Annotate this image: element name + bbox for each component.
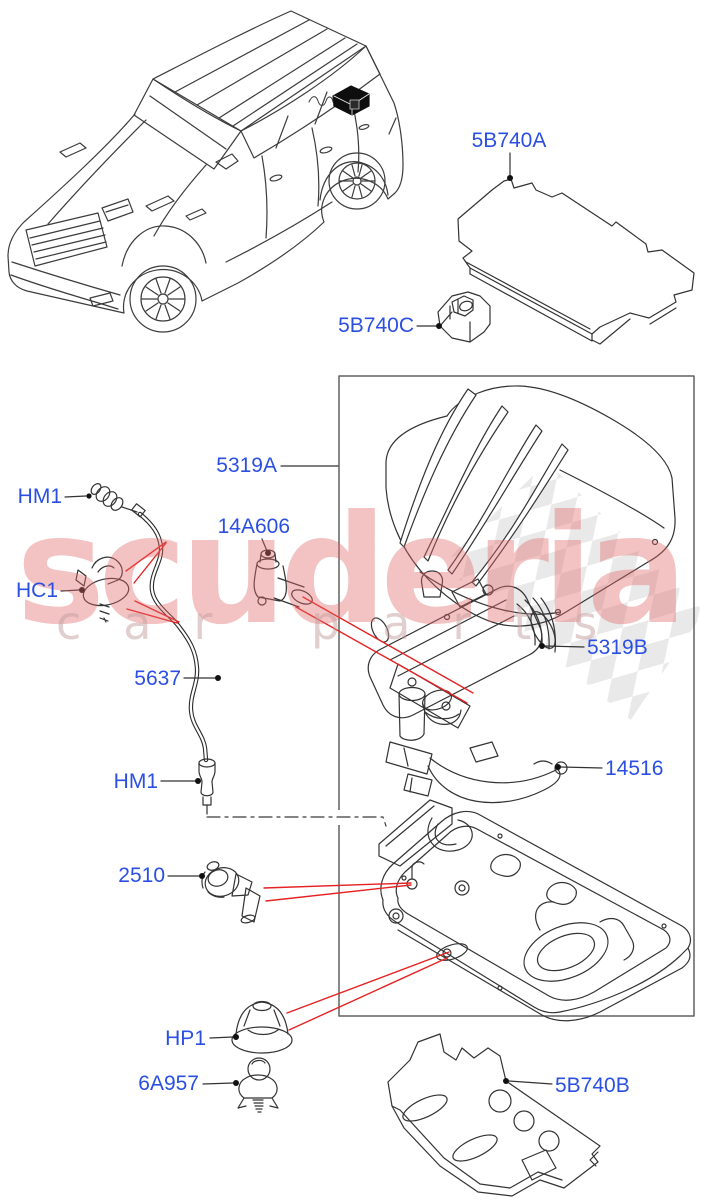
part-label-6a957[interactable]: 6A957 <box>138 1072 199 1095</box>
part-label-hm1-bottom[interactable]: HM1 <box>113 770 158 793</box>
part-label-5b740c[interactable]: 5B740C <box>338 314 414 337</box>
part-label-5b740b[interactable]: 5B740B <box>555 1074 630 1097</box>
mounting-tray-drawing <box>378 799 692 1022</box>
panel-5b740b-drawing <box>387 1033 601 1197</box>
part-label-2510[interactable]: 2510 <box>118 864 165 887</box>
tube-5637-drawing <box>130 503 209 763</box>
valve-2510-drawing <box>201 861 261 924</box>
bracket-5b740c-drawing <box>437 291 491 343</box>
clip-hc1-drawing <box>75 556 130 623</box>
part-label-5637[interactable]: 5637 <box>134 667 181 690</box>
part-label-5b740a[interactable]: 5B740A <box>471 129 547 152</box>
panel-5b740a-drawing <box>457 178 695 345</box>
part-label-hc1[interactable]: HC1 <box>15 579 58 602</box>
connector-hm1-top-drawing <box>90 483 138 513</box>
reference-dash-line <box>206 816 387 827</box>
compressor-location-module <box>308 85 370 116</box>
mount-6a957-drawing <box>237 1057 279 1113</box>
part-label-14a606[interactable]: 14A606 <box>217 515 290 538</box>
part-label-hm1-top[interactable]: HM1 <box>17 485 62 508</box>
connector-hm1-bottom-drawing <box>198 758 216 815</box>
grommet-hp1-drawing <box>231 1000 293 1054</box>
callout-lines-red <box>125 541 474 1031</box>
vehicle-illustration <box>7 10 404 333</box>
part-label-5319b[interactable]: 5319B <box>587 636 648 659</box>
part-label-5319a[interactable]: 5319A <box>216 454 277 477</box>
cover-5319a-drawing <box>385 385 676 627</box>
part-label-hp1[interactable]: HP1 <box>165 1027 206 1050</box>
part-label-14516[interactable]: 14516 <box>605 757 664 780</box>
harness-14516-drawing <box>385 686 568 804</box>
leader-lines <box>60 152 603 1086</box>
